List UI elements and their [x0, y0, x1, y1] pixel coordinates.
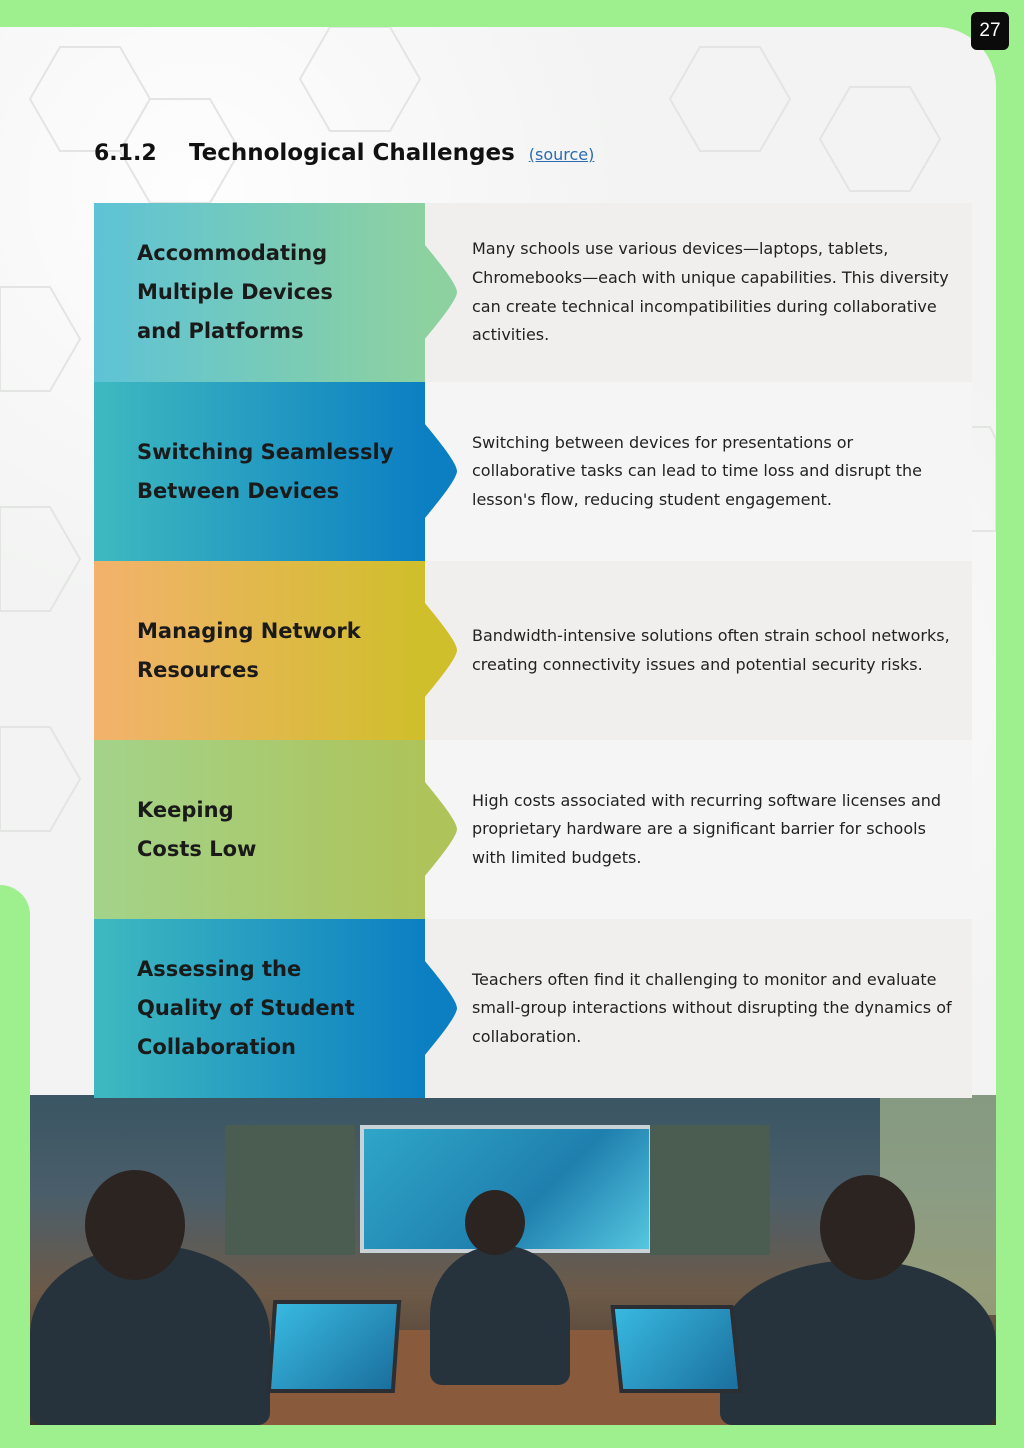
challenge-title: Assessing the Quality of Student Collabo…	[137, 957, 355, 1059]
challenge-title: Managing Network Resources	[137, 618, 361, 682]
chalkboard-right	[650, 1125, 770, 1255]
challenge-row: Many schools use various devices—laptops…	[94, 203, 972, 382]
page-sheet: 6.1.2 Technological Challenges (source) …	[0, 27, 996, 1425]
section-title: Technological Challenges	[189, 140, 515, 166]
challenge-title-panel: Accommodating Multiple Devices and Platf…	[94, 203, 425, 382]
chevron-right-icon	[425, 245, 457, 339]
challenge-row: Bandwidth-intensive solutions often stra…	[94, 561, 972, 740]
student-figure	[720, 1260, 996, 1425]
challenge-title: Switching Seamlessly Between Devices	[137, 439, 394, 503]
challenge-description-panel: Teachers often find it challenging to mo…	[425, 919, 972, 1098]
challenge-description: Teachers often find it challenging to mo…	[472, 969, 952, 1046]
student-head	[820, 1175, 915, 1280]
challenges-list: Many schools use various devices—laptops…	[94, 203, 972, 1098]
challenge-title-panel: Assessing the Quality of Student Collabo…	[94, 919, 425, 1098]
chevron-right-icon	[425, 782, 457, 876]
student-head	[465, 1190, 525, 1255]
page-corner-accent	[0, 885, 30, 1425]
challenge-description-panel: Bandwidth-intensive solutions often stra…	[425, 561, 972, 740]
classroom-photo	[0, 1095, 996, 1425]
challenge-title-panel: Switching Seamlessly Between Devices	[94, 382, 425, 561]
laptop-screen	[266, 1300, 402, 1393]
section-number: 6.1.2	[94, 141, 157, 166]
section-heading: 6.1.2 Technological Challenges (source)	[94, 140, 594, 172]
challenge-description-panel: High costs associated with recurring sof…	[425, 740, 972, 919]
source-link[interactable]: (source)	[528, 145, 595, 164]
chalkboard-left	[225, 1125, 355, 1255]
challenge-description: Bandwidth-intensive solutions often stra…	[472, 625, 950, 674]
challenge-title: Keeping Costs Low	[137, 797, 257, 861]
chevron-right-icon	[425, 961, 457, 1055]
chevron-right-icon	[425, 424, 457, 518]
challenge-row: Switching between devices for presentati…	[94, 382, 972, 561]
student-head	[85, 1170, 185, 1280]
challenge-row: Teachers often find it challenging to mo…	[94, 919, 972, 1098]
challenge-title-panel: Managing Network Resources	[94, 561, 425, 740]
challenge-description: High costs associated with recurring sof…	[472, 790, 942, 867]
challenge-description-panel: Many schools use various devices—laptops…	[425, 203, 972, 382]
student-figure	[430, 1245, 570, 1385]
challenge-description-panel: Switching between devices for presentati…	[425, 382, 972, 561]
challenge-description: Many schools use various devices—laptops…	[472, 239, 949, 345]
challenge-title: Accommodating Multiple Devices and Platf…	[137, 241, 333, 343]
chevron-right-icon	[425, 603, 457, 697]
laptop-screen	[610, 1305, 743, 1393]
challenge-title-panel: Keeping Costs Low	[94, 740, 425, 919]
page-number: 27	[971, 12, 1009, 50]
page-edge-accent	[996, 27, 1024, 567]
challenge-row: High costs associated with recurring sof…	[94, 740, 972, 919]
challenge-description: Switching between devices for presentati…	[472, 432, 922, 509]
